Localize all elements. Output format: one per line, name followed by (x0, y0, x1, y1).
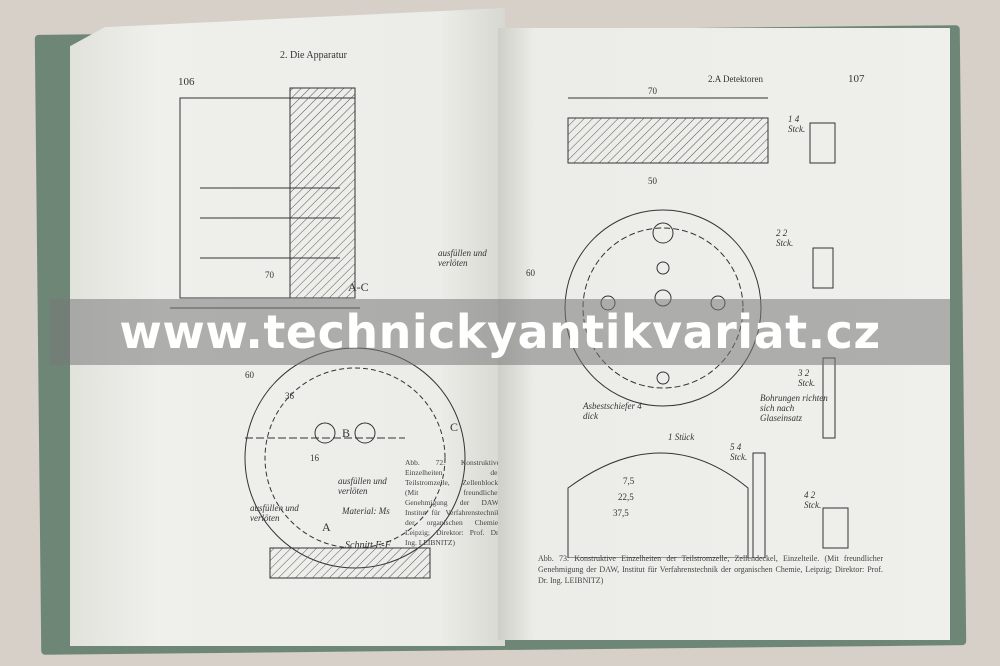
dimension-label: 16 (310, 453, 319, 463)
dimension-label: 22,5 (618, 492, 634, 502)
annotation: ausfüllen und verlöten (250, 503, 299, 523)
material-label: Material: Ms (342, 506, 390, 516)
page-header: 2. Die Apparatur (280, 50, 347, 61)
point-label: A (322, 520, 331, 534)
dimension-label: 36 (285, 391, 294, 401)
part-label: 4 2 Stck. (804, 490, 822, 510)
dimension-label: 7,5 (623, 476, 635, 486)
point-label: C (450, 420, 459, 434)
annotation: ausfüllen und verlöten (438, 248, 487, 268)
annotation: 1 Stück (668, 432, 695, 442)
part-label: 5 4 Stck. (730, 442, 748, 462)
section-label: Schnitt E-F (345, 540, 391, 551)
point-label: B (342, 426, 351, 440)
dimension-label: 60 (245, 370, 254, 380)
annotation: Asbestschiefer 4 dick (583, 401, 642, 421)
dimension-label: 37,5 (613, 508, 629, 518)
annotation: Bohrungen richten sich nach Glaseinsatz (760, 393, 828, 423)
watermark-band (50, 299, 950, 365)
part-label: 3 2 Stck. (798, 368, 816, 388)
page-number: 106 (178, 76, 195, 88)
dimension-label: 70 (648, 86, 657, 96)
watermark-text: www.technickyantikvariat.cz (119, 305, 881, 359)
annotation: ausfüllen und verlöten (338, 476, 387, 496)
page-number: 107 (848, 73, 865, 85)
figure-caption: Abb. 73. Konstruktive Einzelheiten der T… (538, 554, 883, 585)
figure-caption: Abb. 72. Konstruktive Einzelheiten der T… (405, 458, 500, 547)
part-label: 2 2 Stck. (776, 228, 794, 248)
dimension-label: 60 (526, 268, 535, 278)
dimension-label: 70 (265, 270, 274, 280)
dimension-label: 50 (648, 176, 657, 186)
part-label: 1 4 Stck. (788, 114, 806, 134)
section-label: A-C (348, 280, 369, 294)
page-header: 2.A Detektoren (708, 74, 763, 84)
